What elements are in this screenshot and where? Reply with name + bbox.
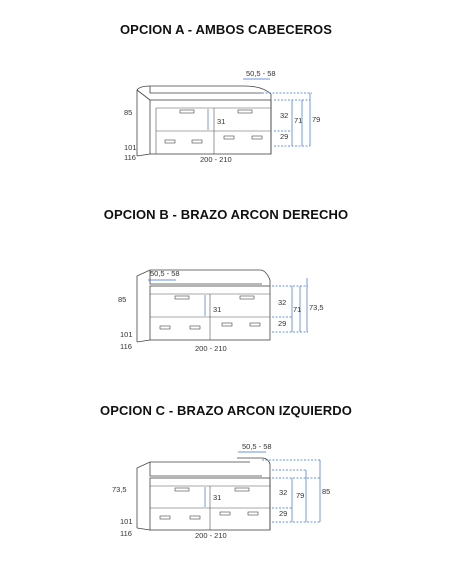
- drawer-handle-2: [191, 139, 203, 144]
- length-label: 200 - 210: [195, 344, 227, 353]
- drawer-handle-4: [247, 511, 259, 516]
- drawer-handle-2: [189, 515, 201, 520]
- mid-label: 31: [213, 493, 221, 502]
- top-gap-label: 32: [279, 488, 287, 497]
- width-label: 50,5 - 58: [246, 69, 276, 78]
- upper-handle-left: [174, 487, 190, 492]
- head-height-label: 73,5: [112, 485, 127, 494]
- upper-handle-left: [174, 295, 190, 300]
- drawer-h-label: 29: [278, 319, 286, 328]
- option-a-diagram: 50,5 - 58 85 101 116 200 - 210 31 32 29 …: [0, 60, 452, 210]
- width-label: 50,5 - 58: [150, 269, 180, 278]
- upper-handle-right: [239, 295, 255, 300]
- option-b-title: OPCION B - BRAZO ARCON DERECHO: [103, 207, 349, 222]
- mid-label: 31: [213, 305, 221, 314]
- foot-label: 101: [120, 517, 133, 526]
- drawer-handle-3: [221, 322, 233, 327]
- drawer-handle-2: [189, 325, 201, 330]
- top-gap-label: 32: [280, 111, 288, 120]
- option-b-diagram: 50,5 - 58 85 101 116 200 - 210 31 32 29 …: [0, 262, 452, 412]
- option-a-title: OPCION A - AMBOS CABECEROS: [119, 22, 333, 37]
- right-headboard: [237, 457, 271, 530]
- drawer-handle-3: [219, 511, 231, 516]
- h-total-label: 85: [322, 487, 330, 496]
- foot2-label: 116: [124, 153, 136, 162]
- option-c-diagram: 50,5 - 58 73,5 101 116 200 - 210 31 32 2…: [0, 438, 452, 588]
- foot2-label: 116: [120, 529, 132, 538]
- head-height-label: 85: [118, 295, 126, 304]
- drawer-handle-4: [249, 322, 261, 327]
- foot-label: 101: [120, 330, 133, 339]
- length-label: 200 - 210: [195, 531, 227, 540]
- foot-label: 101: [124, 143, 137, 152]
- left-headboard: [136, 85, 245, 156]
- upper-handle-left: [179, 109, 195, 114]
- drawer-handle-1: [164, 139, 176, 144]
- length-label: 200 - 210: [200, 155, 232, 164]
- option-c-bed-drawing: 50,5 - 58 73,5 101 116 200 - 210 31 32 2…: [112, 442, 330, 540]
- h-total-label: 79: [312, 115, 320, 124]
- h71-label: 79: [296, 491, 304, 500]
- drawer-handle-4: [251, 135, 263, 140]
- mid-label: 31: [217, 117, 225, 126]
- upper-handle-right: [237, 109, 253, 114]
- option-c-title: OPCION C - BRAZO ARCON IZQUIERDO: [100, 403, 352, 418]
- head-height-label: 85: [124, 108, 132, 117]
- upper-handle-right: [234, 487, 250, 492]
- right-headboard-top: [244, 85, 272, 99]
- option-a-bed-drawing: 50,5 - 58 85 101 116 200 - 210 31 32 29 …: [124, 69, 320, 164]
- drawer-handle-1: [159, 515, 171, 520]
- width-label: 50,5 - 58: [242, 442, 272, 451]
- drawer-handle-1: [159, 325, 171, 330]
- option-b-bed-drawing: 50,5 - 58 85 101 116 200 - 210 31 32 29 …: [118, 269, 324, 353]
- left-arm: [136, 269, 271, 342]
- h71-label: 71: [293, 305, 301, 314]
- drawer-handle-3: [223, 135, 235, 140]
- drawer-h-label: 29: [280, 132, 288, 141]
- top-gap-label: 32: [278, 298, 286, 307]
- drawer-h-label: 29: [279, 509, 287, 518]
- h-total-label: 73,5: [309, 303, 324, 312]
- h71-label: 71: [294, 116, 302, 125]
- foot2-label: 116: [120, 342, 132, 351]
